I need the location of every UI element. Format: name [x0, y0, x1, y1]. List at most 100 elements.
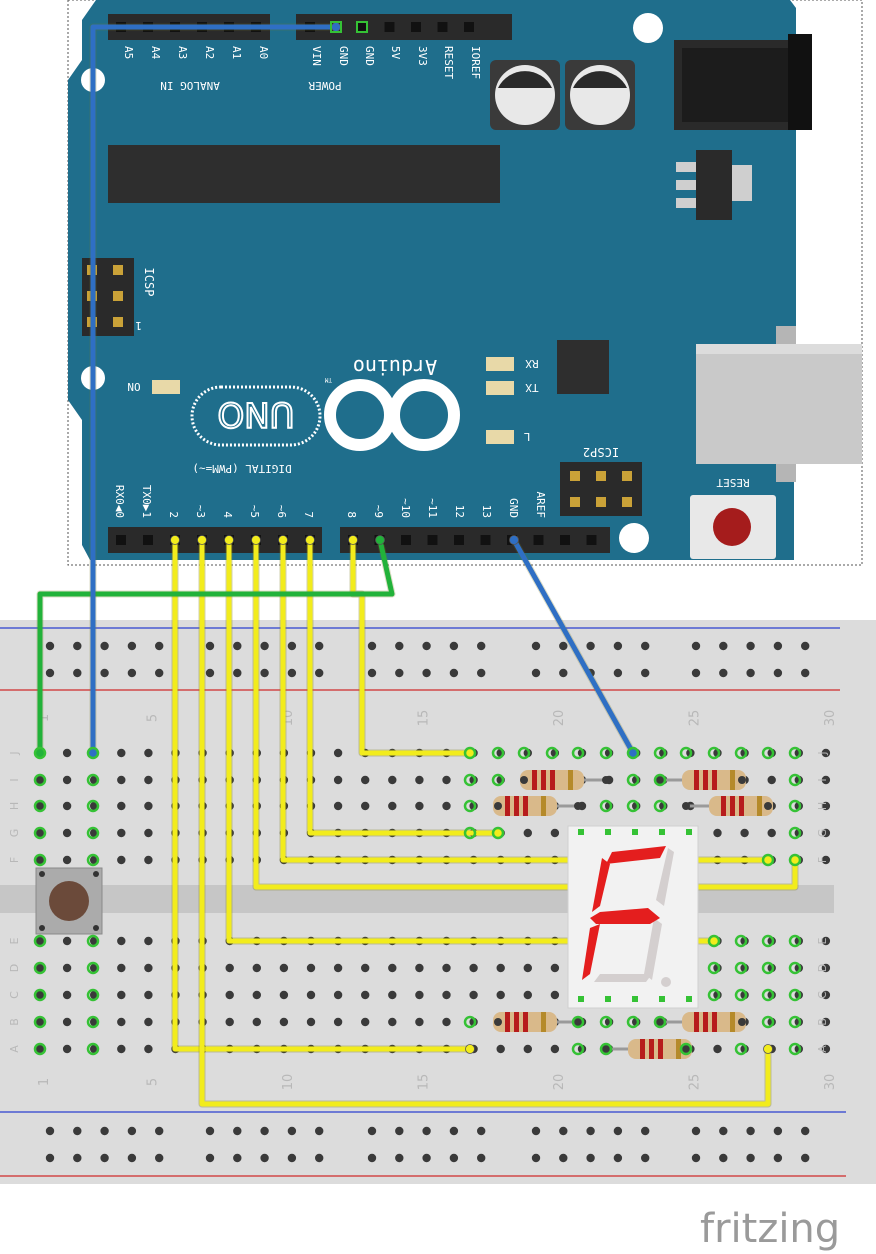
tx-led: [486, 381, 514, 395]
rail-hole: [691, 641, 701, 651]
breadboard-hole: [388, 963, 397, 973]
row-letter: J: [8, 751, 21, 755]
breadboard-hole: [62, 963, 72, 973]
digital-pin-label: 13: [480, 505, 493, 518]
icsp2-label: ICSP2: [583, 445, 619, 459]
connected-hole: [734, 988, 748, 1002]
connected-hole: [571, 746, 585, 760]
segment-a: [606, 846, 666, 864]
breadboard-hole: [90, 990, 99, 1000]
breadboard-hole: [90, 801, 99, 811]
digital-pin-label: 12: [453, 505, 466, 518]
power-pin-label: 5V: [389, 46, 402, 60]
display-pin: [659, 996, 665, 1002]
rail-hole: [531, 1126, 541, 1136]
breadboard-hole: [144, 990, 153, 1000]
breadboard-hole: [821, 1044, 831, 1054]
breadboard-hole: [62, 855, 72, 865]
breadboard-hole: [361, 963, 370, 973]
usb-connector: [696, 344, 862, 464]
icsp-pin1-label: 1: [135, 319, 142, 332]
l-label: L: [523, 430, 530, 443]
display-pin: [605, 829, 611, 835]
column-number: 1: [37, 1078, 52, 1086]
breadboard-hole: [62, 936, 72, 946]
rail-hole: [746, 1153, 755, 1163]
connected-hole: [653, 799, 667, 813]
breadboard-hole: [62, 828, 72, 838]
connected-hole: [33, 826, 47, 840]
tx-label: TX: [525, 381, 539, 394]
rail-hole: [287, 668, 297, 678]
connected-hole: [86, 773, 100, 787]
connected-hole: [599, 746, 613, 760]
breadboard-hole: [90, 1017, 99, 1027]
rail-hole: [422, 668, 431, 678]
breadboard-hole: [90, 828, 99, 838]
connected-hole: [788, 826, 802, 840]
breadboard-hole: [144, 936, 153, 946]
connected-hole: [788, 773, 802, 787]
breadboard-hole: [117, 990, 126, 1000]
breadboard-hole: [415, 1017, 424, 1027]
breadboard-hole: [35, 855, 45, 865]
breadboard-hole: [767, 775, 776, 785]
rail-hole: [287, 1153, 297, 1163]
breadboard-hole: [279, 1017, 289, 1027]
column-number: 30: [823, 1074, 838, 1091]
rail-hole: [73, 668, 82, 678]
digital-pin-label: TX0▶1: [140, 485, 153, 518]
breadboard-hole: [523, 963, 532, 973]
breadboard-hole: [90, 855, 99, 865]
breadboard-hole: [333, 963, 343, 973]
connected-hole: [707, 934, 721, 948]
connected-hole: [734, 746, 748, 760]
connected-hole: [599, 799, 613, 813]
breadboard-hole: [144, 1044, 153, 1054]
uno-logo: [190, 385, 322, 447]
rail-hole: [260, 1153, 269, 1163]
rail-hole: [746, 1126, 755, 1136]
push-button[interactable]: [35, 867, 103, 935]
breadboard-hole: [35, 1044, 45, 1054]
row-letter: G: [816, 829, 829, 838]
rail-hole: [315, 1126, 324, 1136]
connected-hole: [599, 1015, 613, 1029]
breadboard-hole: [117, 775, 126, 785]
rail-hole: [531, 668, 541, 678]
connected-hole: [86, 934, 100, 948]
connected-hole: [734, 934, 748, 948]
power-pin-label: IOREF: [469, 46, 482, 79]
icsp-pin: [113, 265, 123, 275]
rail-hole: [45, 1126, 55, 1136]
capacitor: [490, 60, 560, 130]
breadboard-hole: [252, 1017, 261, 1027]
connected-hole: [734, 961, 748, 975]
connected-hole: [86, 853, 100, 867]
rail-hole: [641, 1153, 650, 1163]
icsp-pin: [113, 291, 123, 301]
rail-hole: [45, 1153, 55, 1163]
rail-hole: [315, 1153, 324, 1163]
connected-hole: [761, 961, 775, 975]
rail-hole: [233, 1153, 242, 1163]
breadboard-hole: [62, 1017, 72, 1027]
rail-hole: [260, 668, 269, 678]
row-letter: C: [816, 991, 829, 999]
row-letter: F: [8, 857, 21, 863]
connected-hole: [626, 746, 640, 760]
rail-hole: [477, 1126, 486, 1136]
breadboard-hole: [821, 801, 831, 811]
rail-hole: [477, 641, 486, 651]
breadboard-hole: [361, 990, 370, 1000]
connected-hole: [626, 799, 640, 813]
connected-hole: [463, 1015, 477, 1029]
connected-hole: [33, 961, 47, 975]
connected-hole: [463, 746, 477, 760]
column-number: 25: [687, 710, 702, 727]
rail-hole: [395, 1126, 404, 1136]
rail-hole: [73, 1153, 82, 1163]
row-letter: E: [8, 937, 21, 944]
